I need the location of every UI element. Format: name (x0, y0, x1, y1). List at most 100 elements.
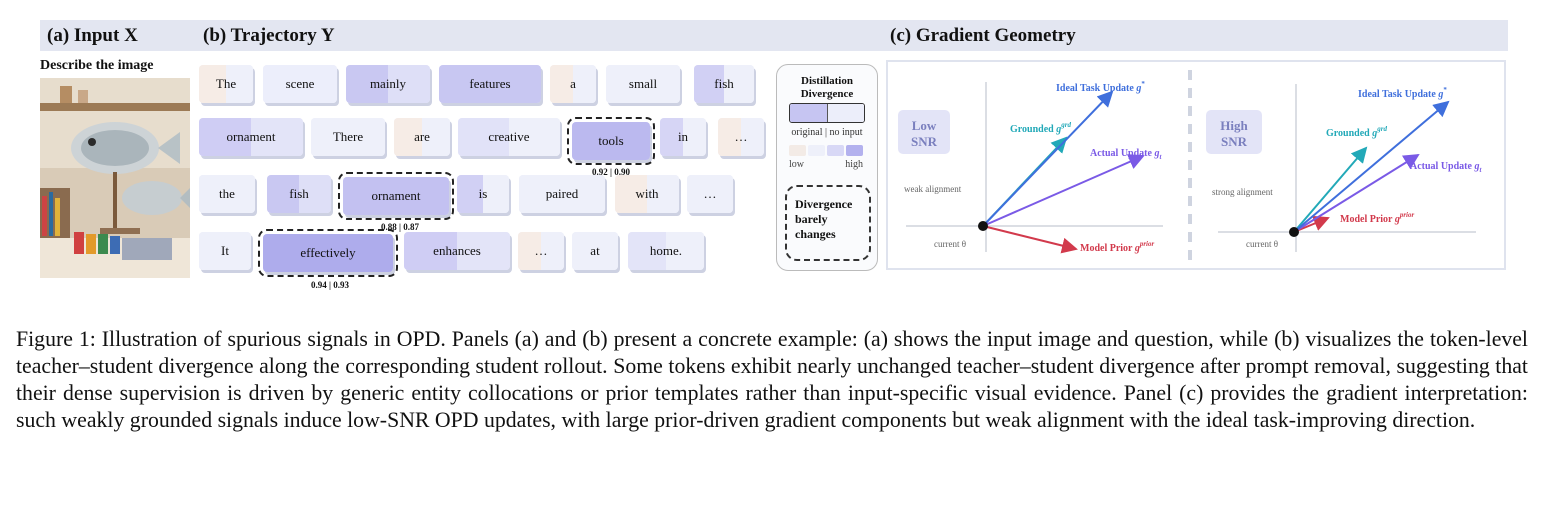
token-text: ornament (371, 188, 421, 203)
low-snr-box (898, 110, 950, 154)
token-original-half (439, 65, 490, 103)
token-text: home. (649, 243, 683, 258)
token-noinput-half (710, 175, 733, 213)
token-original-half (346, 65, 388, 103)
panel-c-title: (c) Gradient Geometry (890, 25, 1076, 46)
token-text: the (219, 186, 235, 201)
token-text: … (734, 129, 748, 144)
token: ornament (199, 118, 303, 156)
token-text: a (570, 76, 576, 91)
panel-a-title: (a) Input X (47, 25, 138, 46)
token-noinput-half (509, 118, 560, 156)
token-original-half (267, 175, 299, 213)
token-original-half (606, 65, 643, 103)
token: The (199, 65, 253, 103)
score-effectively: 0.94 | 0.93 (311, 280, 349, 290)
token: in (660, 118, 706, 156)
token-noinput-half (724, 65, 754, 103)
token-text: features (469, 76, 511, 91)
token-noinput-half (573, 65, 596, 103)
token-noinput-half (225, 232, 251, 270)
ideal-label: Ideal Task Update g* (1056, 80, 1145, 94)
low-snr-line1: Low (912, 118, 937, 133)
legend-title: Distillation Divergence (800, 75, 854, 100)
token-original-half (404, 232, 457, 270)
token: the (199, 175, 255, 213)
prior-arrow (982, 225, 1078, 254)
token-original-half (394, 118, 422, 156)
prior-arrow-right (1293, 215, 1330, 233)
low-snr-line2: SNR (911, 134, 938, 149)
token: fish (267, 175, 331, 213)
legend-note: Divergence barely changes (785, 185, 871, 261)
actual-arrow-right (1293, 153, 1420, 233)
token-noinput-half (647, 175, 679, 213)
token-text: The (215, 76, 237, 91)
token-noinput-half (422, 118, 450, 156)
grounded-label: Grounded ggrd (1010, 121, 1071, 135)
token-text: creative (488, 129, 530, 144)
origin-point-right (1289, 227, 1299, 237)
token-text: There (332, 129, 364, 144)
token-text: in (677, 129, 689, 144)
gradient-geometry-svg: Low SNR weak alignment current θ Ideal T… (898, 70, 1482, 262)
token-text: mainly (369, 76, 407, 91)
token: enhances (404, 232, 510, 270)
divergence-legend: Distillation Divergence original | no in… (776, 64, 878, 271)
token-original-half (550, 65, 573, 103)
token-noinput-half (741, 118, 764, 156)
legend-swatch (789, 103, 865, 123)
token-original-half (518, 232, 541, 270)
gradient-geometry-panel: Low SNR weak alignment current θ Ideal T… (886, 60, 1506, 270)
token-noinput-half (643, 65, 680, 103)
score-tools: 0.92 | 0.90 (592, 167, 630, 177)
token: It (199, 232, 251, 270)
token: is (457, 175, 509, 213)
token-original-half (628, 232, 666, 270)
token-text: … (703, 186, 717, 201)
token-noinput-half (251, 118, 303, 156)
token: fish (694, 65, 754, 103)
panel-b-title: (b) Trajectory Y (203, 25, 335, 46)
scale-swatch (827, 145, 844, 156)
token-noinput-half (457, 232, 510, 270)
theta-label: current θ (934, 239, 966, 249)
token-text: with (635, 186, 659, 201)
scale-swatch (846, 145, 863, 156)
token-text: small (628, 76, 658, 91)
token-original-half (199, 232, 225, 270)
token: home. (628, 232, 704, 270)
token: a (550, 65, 596, 103)
token: … (518, 232, 564, 270)
prior-label-right: Model Prior gprior (1340, 211, 1414, 225)
token-noinput-half (300, 65, 337, 103)
token-original-half (457, 175, 483, 213)
origin-point (978, 221, 988, 231)
token-noinput-half (611, 122, 650, 160)
token-text: … (534, 243, 548, 258)
token-original-half (694, 65, 724, 103)
scale-high-label: high (845, 159, 863, 170)
ideal-arrow-right (1293, 100, 1450, 233)
token-noinput-half (388, 65, 430, 103)
token: at (572, 232, 618, 270)
scale-swatch (808, 145, 825, 156)
token-text: ornament (226, 129, 276, 144)
token-noinput-half (483, 175, 509, 213)
token-noinput-half (666, 232, 704, 270)
token-original-half (343, 177, 396, 215)
ideal-label-right: Ideal Task Update g* (1358, 86, 1447, 100)
prior-label: Model Prior gprior (1080, 240, 1154, 254)
actual-label: Actual Update gt (1090, 148, 1162, 161)
grounded-label-right: Grounded ggrd (1326, 125, 1387, 139)
token-noinput-half (490, 65, 541, 103)
token-original-half (199, 118, 251, 156)
token-original-half (687, 175, 710, 213)
score-ornament: 0.88 | 0.87 (381, 222, 419, 232)
token-original-half (572, 232, 595, 270)
ideal-arrow (982, 90, 1114, 227)
token-noinput-half (227, 175, 255, 213)
token: are (394, 118, 450, 156)
token-text: effectively (300, 245, 356, 260)
token-original-half (199, 175, 227, 213)
